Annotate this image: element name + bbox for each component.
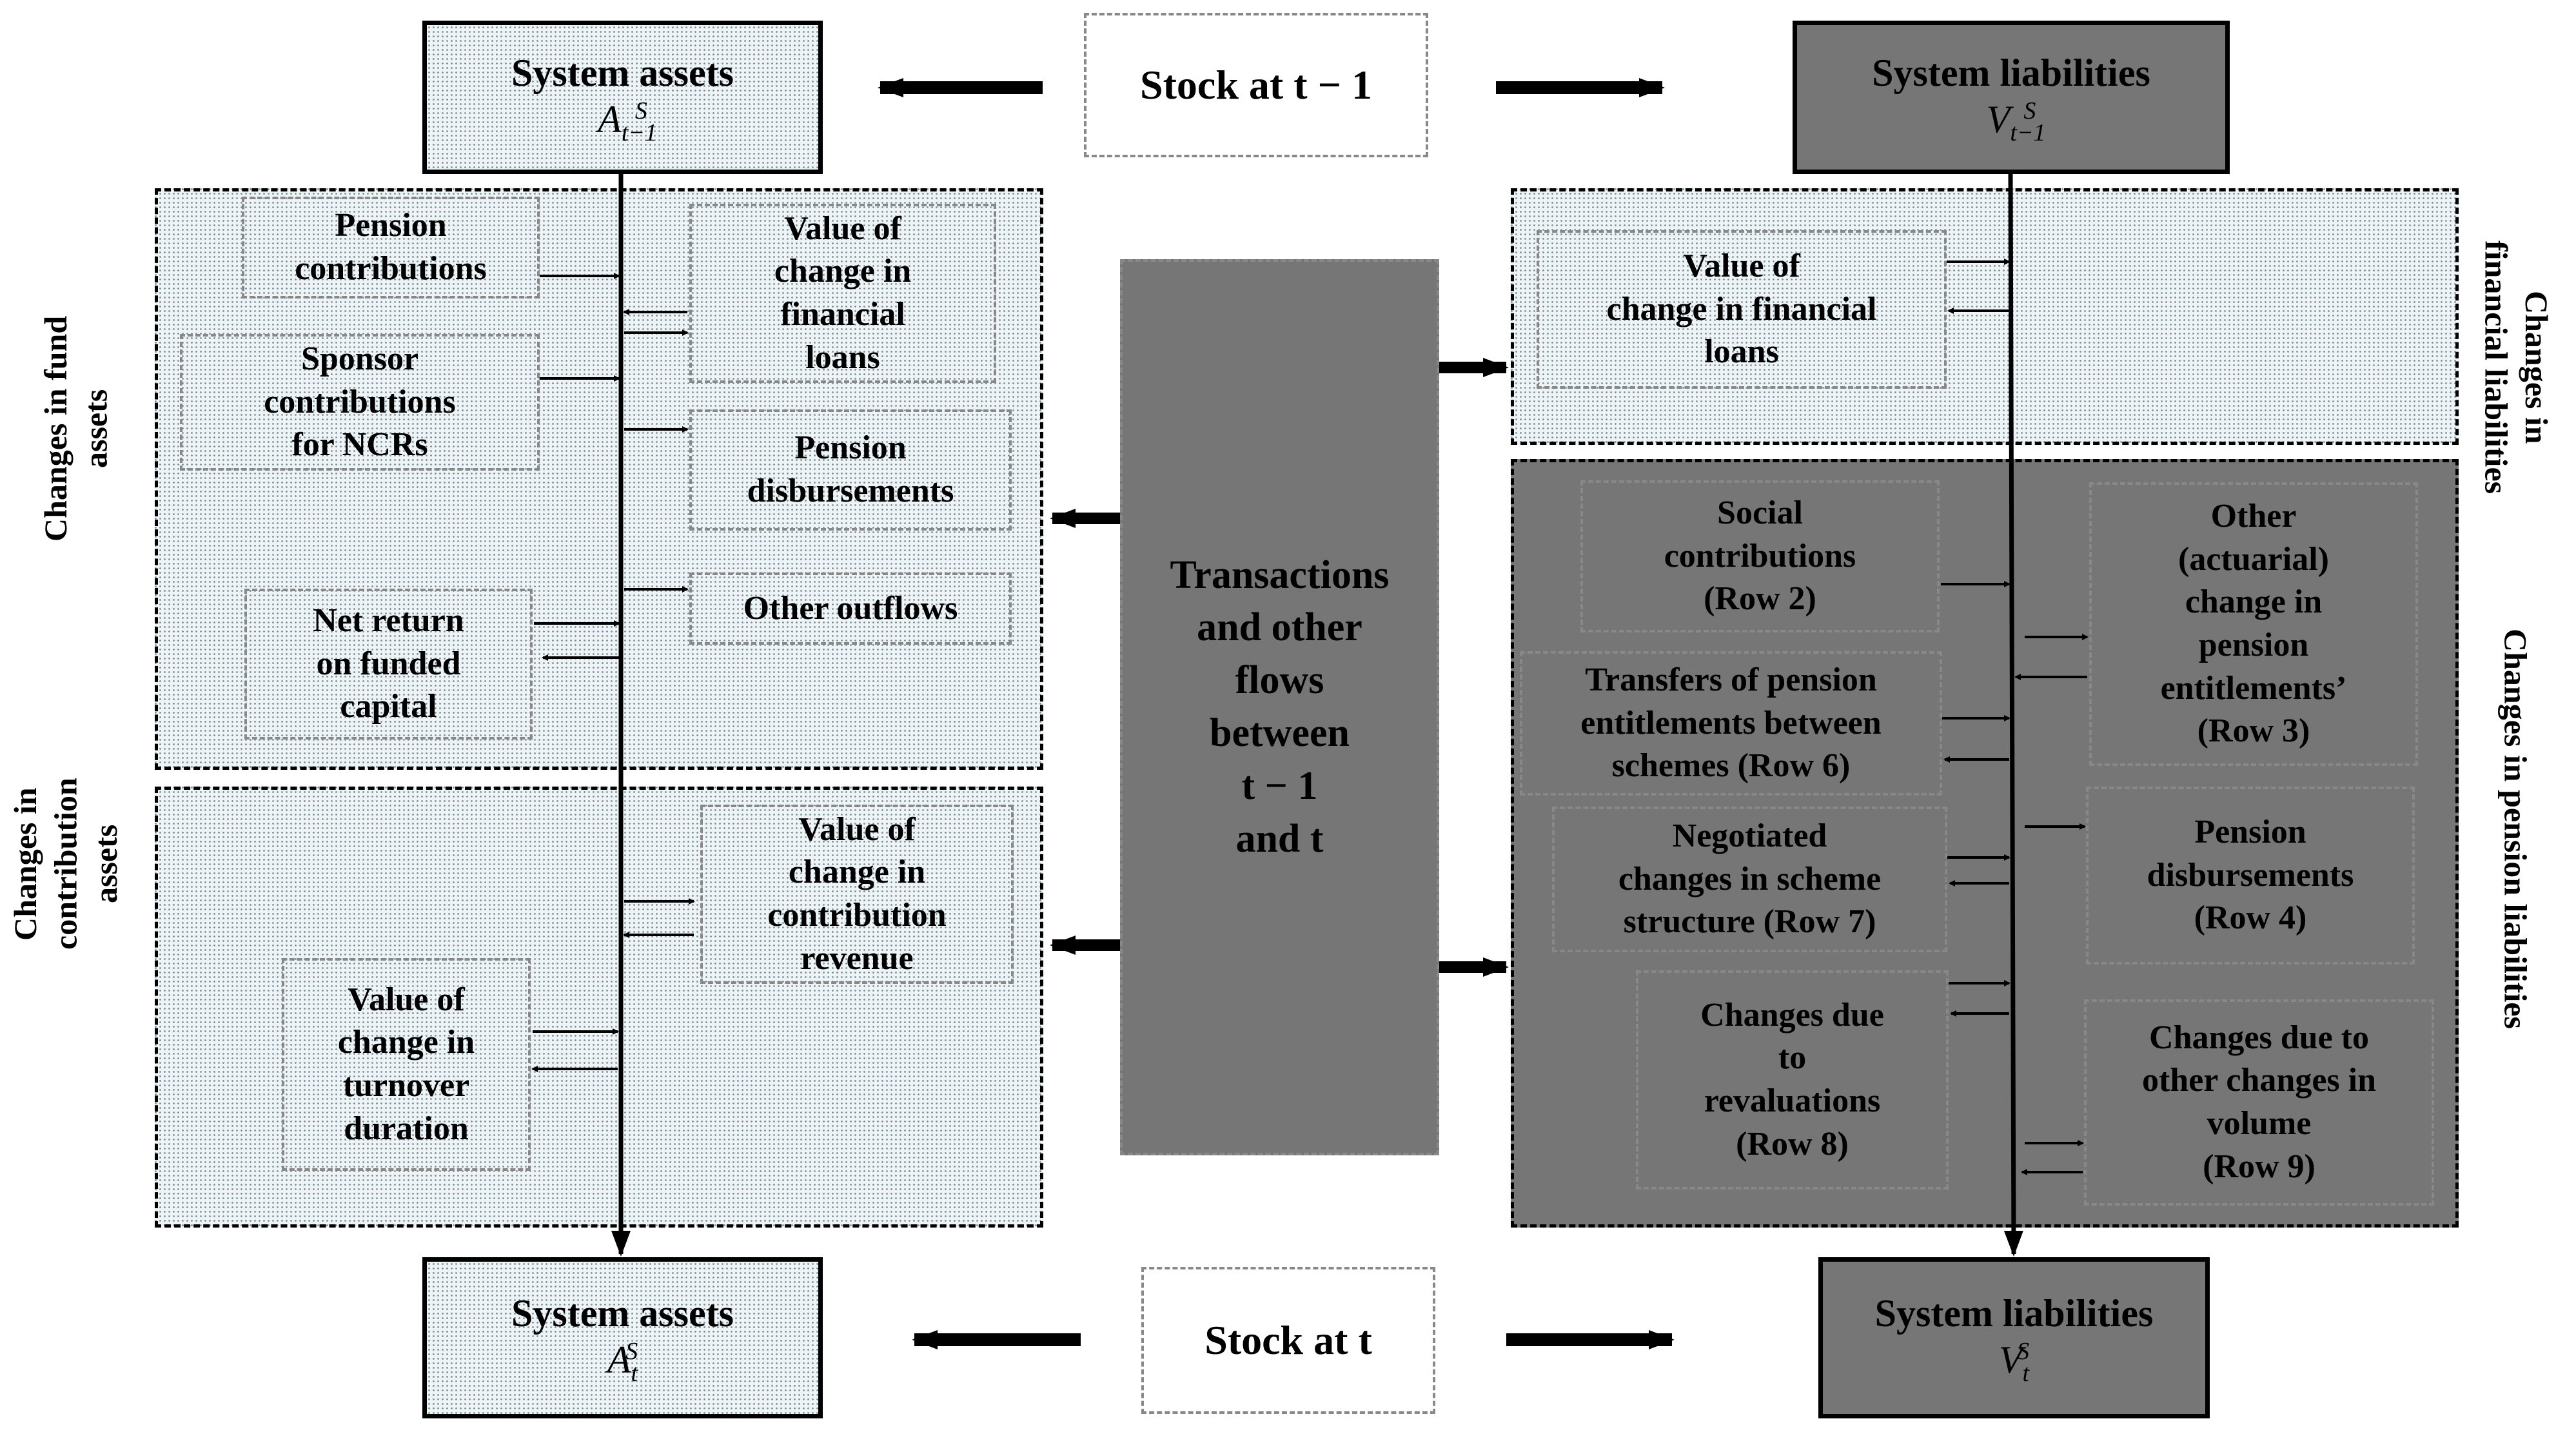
system-liabilities-start: System liabilities Vt−1S	[1793, 21, 2230, 174]
system-liabilities-start-symbol: Vt−1S	[1986, 97, 2046, 146]
fund-pension-disbursements-box: Pension disbursements	[689, 409, 1012, 531]
stock-start-label: Stock at t − 1	[1084, 13, 1428, 157]
social-contributions-box: Social contributions (Row 2)	[1580, 480, 1940, 632]
system-liabilities-end-symbol: VtS	[1998, 1337, 2030, 1387]
system-assets-end: System assets AtS	[422, 1257, 823, 1418]
system-assets-end-title: System assets	[511, 1291, 734, 1335]
pension-liabilities-region	[1511, 459, 2459, 1228]
liab-pension-disbursements-box: Pension disbursements (Row 4)	[2086, 787, 2415, 965]
financial-liabilities-flow-arrows	[1947, 259, 2011, 314]
liabilities-axis	[2003, 173, 2023, 1257]
negotiated-changes-box: Negotiated changes in scheme structure (…	[1552, 807, 1947, 952]
other-outflows-box: Other outflows	[689, 573, 1012, 645]
system-assets-start-symbol: At−1S	[598, 97, 658, 146]
transfers-box: Transfers of pension entitlements betwee…	[1520, 651, 1942, 796]
sponsor-contributions-box: Sponsor contributions for NCRs	[180, 334, 540, 471]
fund-assets-region	[155, 188, 1043, 770]
system-liabilities-start-title: System liabilities	[1872, 51, 2150, 94]
transactions-flows-box: Transactions and other flows between t −…	[1120, 259, 1439, 1155]
fund-assets-flow-arrows	[534, 273, 689, 661]
pension-contributions-box: Pension contributions	[242, 197, 540, 299]
turnover-duration-box: Value of change in turnover duration	[282, 958, 531, 1171]
system-liabilities-end: System liabilities VtS	[1818, 1257, 2210, 1418]
fund-financial-loans-box: Value of change in financial loans	[689, 204, 996, 383]
net-return-box: Net return on funded capital	[244, 589, 533, 739]
other-volume-box: Changes due to other changes in volume (…	[2084, 999, 2434, 1206]
contribution-assets-region	[155, 787, 1043, 1228]
revaluations-box: Changes due to revaluations (Row 8)	[1636, 970, 1949, 1190]
label-financial-liabilities: Changes in financial liabilities	[2478, 240, 2555, 495]
contribution-assets-flow-arrows	[531, 898, 695, 1072]
system-assets-start: System assets At−1S	[422, 21, 823, 174]
system-assets-end-symbol: AtS	[607, 1337, 638, 1387]
system-assets-start-title: System assets	[511, 51, 734, 94]
contribution-revenue-box: Value of change in contribution revenue	[700, 805, 1014, 984]
system-liabilities-end-title: System liabilities	[1874, 1291, 2154, 1335]
liab-financial-loans-box: Value of change in financial loans	[1537, 230, 1947, 389]
actuarial-change-box: Other (actuarial) change in pension enti…	[2089, 482, 2418, 766]
stock-end-label: Stock at t	[1141, 1267, 1435, 1414]
pension-liabilities-flow-arrows	[1941, 581, 2089, 1175]
label-pension-liabilities: Changes in pension liabilities	[2497, 628, 2534, 1029]
